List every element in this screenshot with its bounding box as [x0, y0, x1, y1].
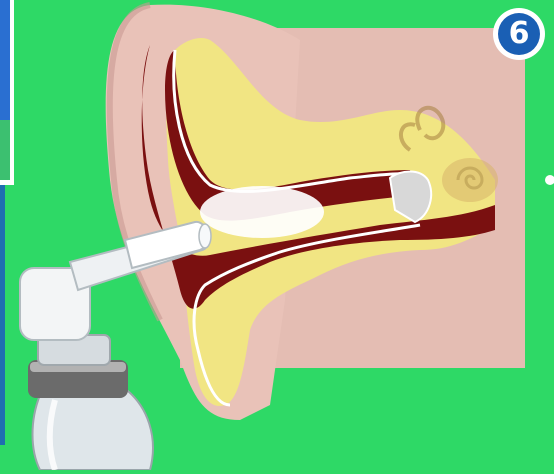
side-dot: [545, 175, 554, 185]
spray-mist: [200, 186, 324, 238]
step-badge: 6: [493, 8, 545, 60]
step-number: 6: [498, 13, 540, 55]
